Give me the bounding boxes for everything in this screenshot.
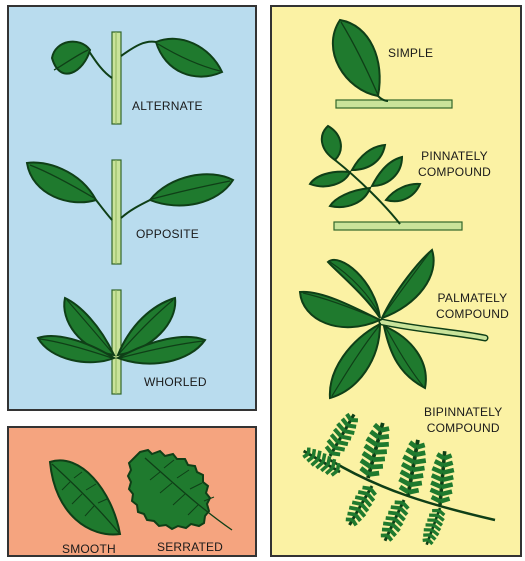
label-serrated: SERRATED [157,539,223,555]
label-bipinnately-line2: COMPOUND [424,420,502,436]
label-whorled: WHORLED [144,374,207,390]
label-palmately-line2: COMPOUND [436,306,509,322]
label-opposite: OPPOSITE [136,226,199,242]
label-alternate: ALTERNATE [132,98,203,114]
label-pinnately-compound: PINNATELY COMPOUND [418,148,491,180]
label-pinnately-line2: COMPOUND [418,164,491,180]
label-smooth: SMOOTH [62,541,116,557]
label-pinnately-line1: PINNATELY [418,148,491,164]
label-simple: SIMPLE [388,45,433,61]
smooth-leaf-diagram [50,460,120,534]
label-palmately-compound: PALMATELY COMPOUND [436,290,509,322]
serrated-leaf-diagram [128,450,232,530]
palmately-compound-diagram [300,250,485,398]
label-palmately-line1: PALMATELY [436,290,509,306]
opposite-diagram [27,160,233,264]
label-bipinnately-compound: BIPINNATELY COMPOUND [424,404,502,436]
label-bipinnately-line1: BIPINNATELY [424,404,502,420]
simple-leaf-diagram [333,20,452,108]
